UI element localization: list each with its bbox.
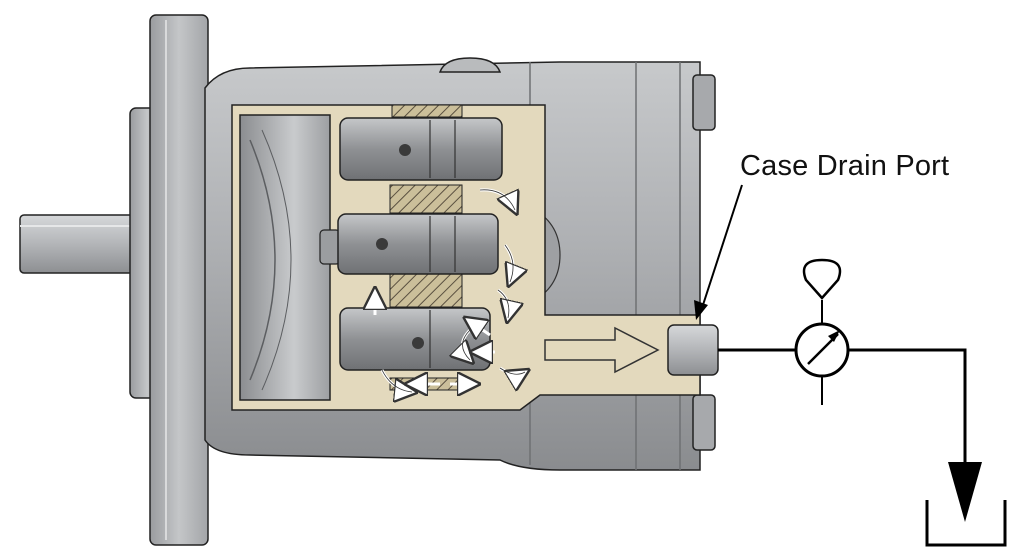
case-drain-port [667, 324, 719, 376]
output-shaft [19, 214, 141, 274]
swash-plate [239, 114, 331, 401]
end-cap-bolts [692, 74, 716, 451]
piston-bottom [339, 307, 491, 371]
mounting-flange [149, 14, 209, 546]
case-drain-port-label: Case Drain Port [740, 150, 950, 182]
leakage-flow-arrows-outline [381, 189, 526, 393]
flow-meter-symbol [794, 258, 850, 405]
drain-flow-arrow [544, 326, 660, 374]
tank-reservoir-symbol [925, 500, 1007, 547]
piston-top [339, 117, 503, 181]
piston-middle [319, 213, 499, 275]
drain-line [718, 348, 982, 522]
callout-leader [694, 184, 743, 320]
